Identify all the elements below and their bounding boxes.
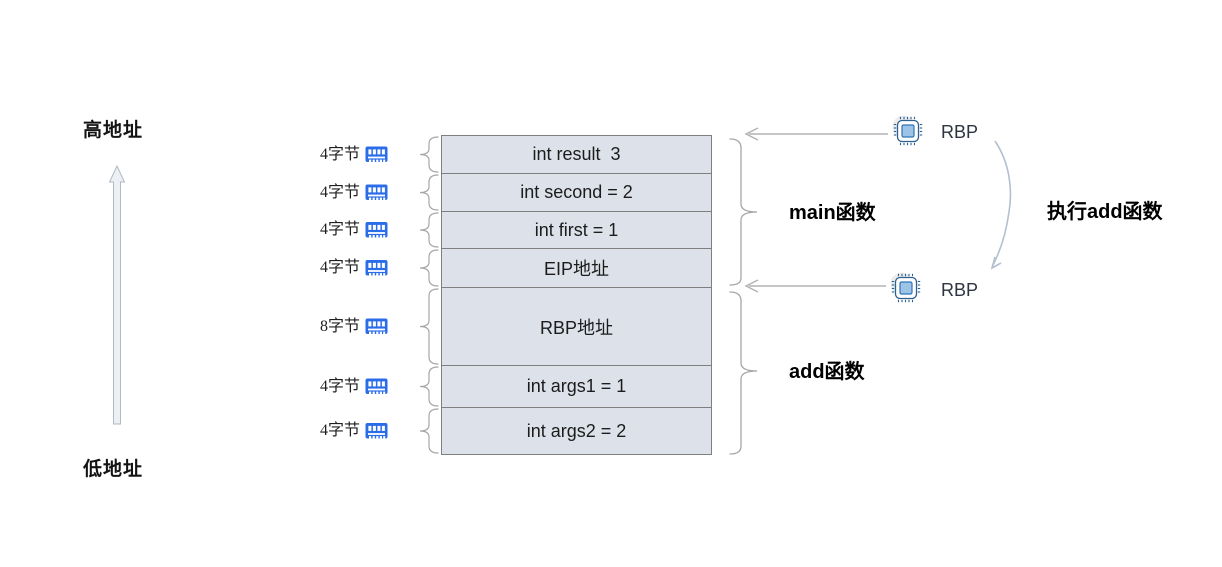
ram-memory-icon <box>365 146 388 162</box>
ram-memory-icon <box>365 260 388 276</box>
rbp-top-arrow <box>744 127 888 141</box>
main-frame-brace <box>729 138 758 286</box>
byte-size-label: 4字节 <box>319 378 360 395</box>
cpu-chip-icon <box>891 114 923 146</box>
ram-memory-icon <box>365 184 388 200</box>
byte-size-label: 4字节 <box>319 422 360 439</box>
add-frame-brace <box>729 291 758 455</box>
stack-row-int-second: int second = 2 <box>441 173 712 212</box>
high-address-label: 高地址 <box>83 120 144 141</box>
row-braces <box>419 136 439 454</box>
cpu-chip-icon <box>889 271 921 303</box>
ram-memory-icon <box>365 423 388 439</box>
byte-size-label: 4字节 <box>319 221 360 238</box>
rbp-bottom-arrow <box>744 279 886 293</box>
add-frame-label: add函数 <box>789 361 865 383</box>
stack-row-eip-address: EIP地址 <box>441 248 712 288</box>
byte-size-label: 8字节 <box>319 318 360 335</box>
main-frame-label: main函数 <box>789 202 876 224</box>
byte-size-label: 4字节 <box>319 259 360 276</box>
stack-row-int-args1: int args1 = 1 <box>441 365 712 408</box>
low-address-label: 低地址 <box>83 459 144 480</box>
stack-row-int-args2: int args2 = 2 <box>441 407 712 455</box>
byte-size-label: 4字节 <box>319 184 360 201</box>
stack-row-int-result: int result 3 <box>441 135 712 174</box>
ram-memory-icon <box>365 222 388 238</box>
byte-size-label: 4字节 <box>319 146 360 163</box>
ram-memory-icon <box>365 318 388 334</box>
execute-add-arc <box>990 140 1012 270</box>
rbp-top-label: RBP <box>941 122 979 142</box>
rbp-bottom-label: RBP <box>941 280 979 300</box>
stack-row-int-first: int first = 1 <box>441 211 712 249</box>
address-direction-arrow <box>108 164 126 425</box>
stack-row-rbp-address: RBP地址 <box>441 287 712 366</box>
ram-memory-icon <box>365 378 388 394</box>
execute-add-label: 执行add函数 <box>1047 201 1163 223</box>
